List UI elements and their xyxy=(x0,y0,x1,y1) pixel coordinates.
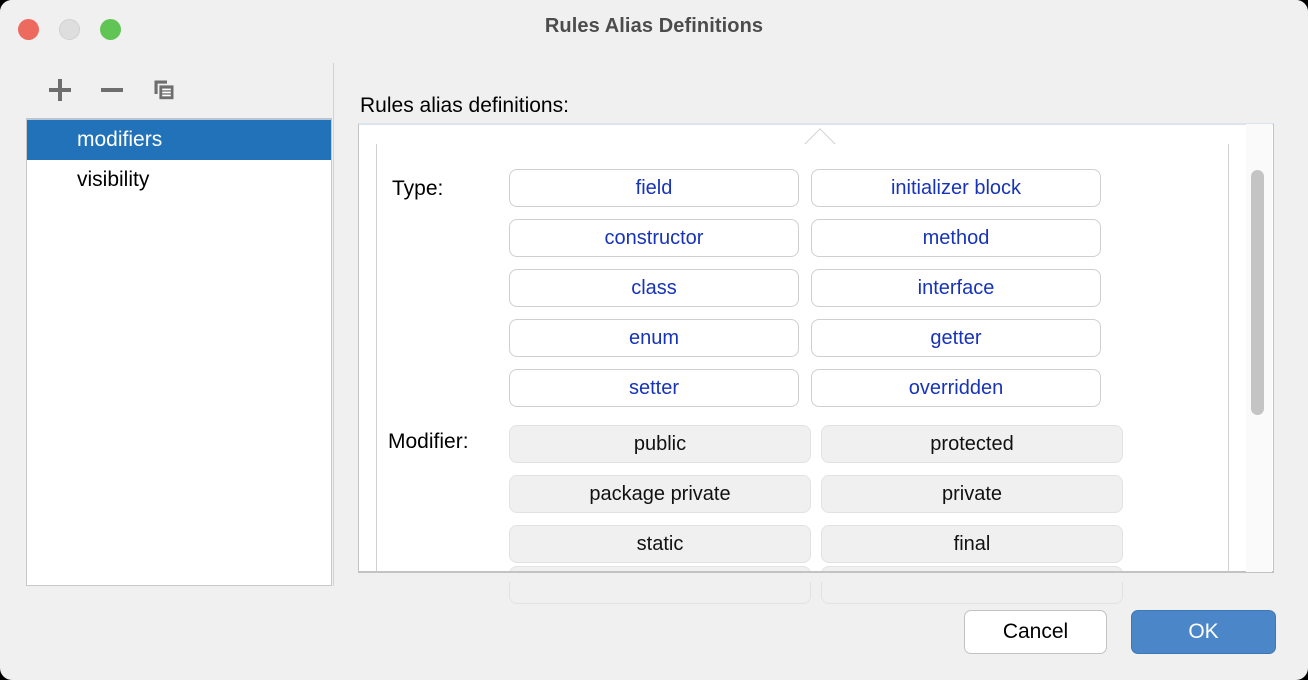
type-pill-interface[interactable]: interface xyxy=(811,269,1101,307)
panel-bottom-border xyxy=(358,571,1274,573)
panel-scrollbar[interactable] xyxy=(1246,124,1272,572)
list-item-modifiers[interactable]: modifiers xyxy=(27,120,331,160)
type-pill-enum[interactable]: enum xyxy=(509,319,799,357)
minus-icon xyxy=(101,88,123,92)
type-pill-constructor[interactable]: constructor xyxy=(509,219,799,257)
list-toolbar xyxy=(34,74,190,106)
modifier-pill-public[interactable]: public xyxy=(509,425,811,463)
cancel-button[interactable]: Cancel xyxy=(964,610,1107,654)
add-button[interactable] xyxy=(34,74,86,106)
remove-button[interactable] xyxy=(86,74,138,106)
panel-bottom-mask xyxy=(359,572,1273,582)
plus-icon xyxy=(49,79,71,101)
ok-button[interactable]: OK xyxy=(1131,610,1276,654)
copy-button[interactable] xyxy=(138,74,190,106)
window-controls xyxy=(18,19,121,40)
close-button[interactable] xyxy=(18,19,39,40)
column-divider xyxy=(333,63,334,586)
modifier-pill-protected[interactable]: protected xyxy=(821,425,1123,463)
type-pill-field[interactable]: field xyxy=(509,169,799,207)
minimize-button[interactable] xyxy=(59,19,80,40)
list-item-visibility[interactable]: visibility xyxy=(77,168,150,191)
section-label: Rules alias definitions: xyxy=(360,94,569,117)
type-pill-setter[interactable]: setter xyxy=(509,369,799,407)
copy-icon xyxy=(153,79,175,101)
group-label-type: Type: xyxy=(392,177,444,200)
type-pill-overridden[interactable]: overridden xyxy=(811,369,1101,407)
panel-notch-icon xyxy=(800,128,840,145)
modifier-pill-final[interactable]: final xyxy=(821,525,1123,563)
modifier-pill-package-private[interactable]: package private xyxy=(509,475,811,513)
type-pill-class[interactable]: class xyxy=(509,269,799,307)
type-pill-getter[interactable]: getter xyxy=(811,319,1101,357)
type-pill-initializer-block[interactable]: initializer block xyxy=(811,169,1101,207)
window-title: Rules Alias Definitions xyxy=(544,15,764,37)
scrollbar-thumb[interactable] xyxy=(1251,170,1264,415)
modifier-pill-private[interactable]: private xyxy=(821,475,1123,513)
type-pill-method[interactable]: method xyxy=(811,219,1101,257)
modifier-pill-static[interactable]: static xyxy=(509,525,811,563)
title-bar: Rules Alias Definitions xyxy=(0,0,1308,58)
group-label-modifier: Modifier: xyxy=(388,430,469,453)
alias-list[interactable]: modifiers visibility xyxy=(26,118,332,586)
maximize-button[interactable] xyxy=(100,19,121,40)
